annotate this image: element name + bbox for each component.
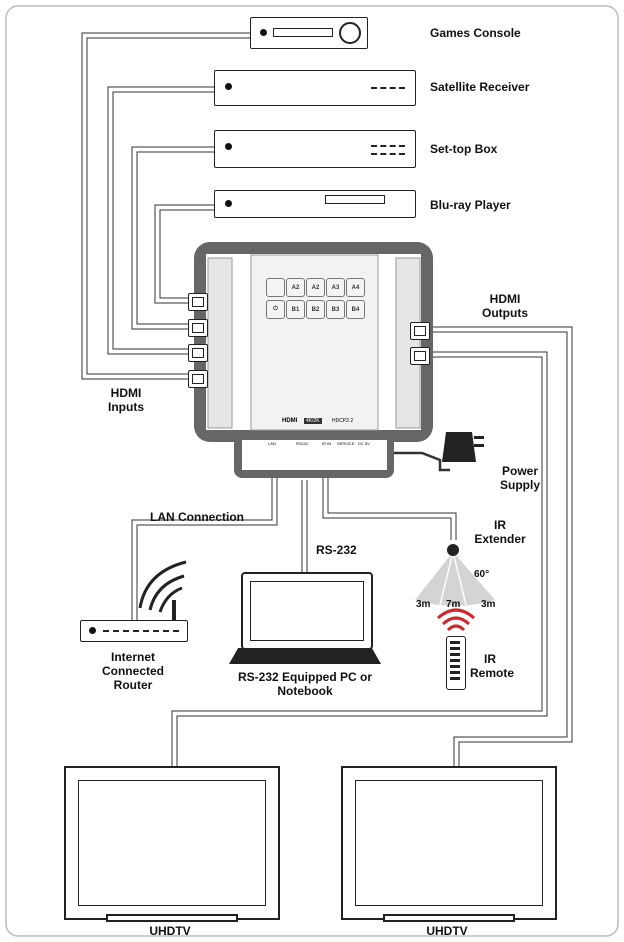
matrix-badge: 4K/2K: [304, 418, 322, 424]
label-satellite-receiver: Satellite Receiver: [430, 80, 530, 94]
hdmi-input-plug-4: [188, 370, 208, 388]
label-hdmi-outputs: HDMI Outputs: [482, 292, 528, 320]
hdmi-output-plug-1: [410, 322, 430, 340]
cable-satellite: [107, 86, 214, 355]
laptop-device: [241, 572, 373, 650]
games-console-device: [250, 17, 368, 49]
matrix-button-top-1: A2: [286, 278, 305, 297]
satellite-receiver-device: [214, 70, 416, 106]
matrix-brand: HDMI: [282, 418, 298, 424]
ir-range-center: 7m: [446, 599, 461, 610]
ir-remote-device: [446, 636, 466, 690]
uhdtv-right-stand: [383, 914, 515, 922]
label-games-console: Games Console: [430, 26, 521, 40]
label-tv-right: UHDTV: [426, 924, 468, 938]
uhdtv-right: [341, 766, 557, 920]
power-adapter: [442, 432, 476, 462]
label-settop-box: Set-top Box: [430, 142, 498, 156]
ir-range-left: 3m: [416, 599, 431, 610]
router-device: [80, 620, 188, 642]
ir-angle: 60°: [474, 569, 490, 580]
cable-games-console: [81, 32, 250, 380]
page-border: [5, 5, 619, 937]
port-irin-label: IR IN: [322, 441, 332, 446]
ir-range-fan: [415, 552, 495, 606]
cable-output-1: [176, 351, 548, 770]
matrix-power-button: ⏻: [266, 300, 285, 319]
settop-box-device: [214, 130, 416, 168]
matrix-button-top-3: A3: [326, 278, 345, 297]
label-ir-remote: IR Remote: [470, 652, 515, 680]
matrix-blank-button: [266, 278, 285, 297]
label-ir-extender: IR Extender: [474, 518, 526, 546]
hdmi-input-plug-1: [188, 293, 208, 311]
remote-signal: [437, 608, 475, 632]
port-dc-label: DC 5V: [358, 441, 370, 446]
matrix-button-bottom-2: B2: [306, 300, 325, 319]
label-hdmi-inputs: HDMI Inputs: [108, 386, 144, 414]
uhdtv-left-stand: [106, 914, 238, 922]
port-service-label: SERVICE: [337, 441, 355, 446]
ir-extender-eye: [447, 544, 459, 556]
label-tv-left: UHDTV: [149, 924, 191, 938]
label-power-supply: Power Supply: [499, 464, 540, 492]
hdmi-output-plug-2: [410, 347, 430, 365]
matrix-button-top-4: A4: [346, 278, 365, 297]
label-lan-connection: LAN Connection: [150, 510, 244, 524]
port-lan-label: LAN: [268, 441, 276, 446]
label-rs232: RS-232: [316, 543, 357, 557]
matrix-button-top-2: A2: [306, 278, 325, 297]
cable-settop: [131, 146, 214, 330]
hdmi-input-plug-2: [188, 319, 208, 337]
cable-power: [385, 451, 450, 472]
cable-lan: [131, 470, 273, 630]
cable-output-2: [432, 326, 573, 770]
matrix-button-bottom-3: B3: [326, 300, 345, 319]
matrix-button-bottom-1: B1: [286, 300, 305, 319]
cable-bluray: [154, 204, 214, 304]
matrix-button-bottom-4: B4: [346, 300, 365, 319]
label-bluray-player: Blu-ray Player: [430, 198, 511, 212]
bluray-player-device: [214, 190, 416, 218]
port-rs232-label: RS232: [296, 441, 309, 446]
matrix-model: HDCP2.2: [332, 418, 354, 424]
uhdtv-left: [64, 766, 280, 920]
label-router: Internet Connected Router: [101, 650, 164, 692]
label-pc: RS-232 Equipped PC or Notebook: [237, 670, 373, 698]
ir-range-right: 3m: [481, 599, 496, 610]
laptop-keyboard: [229, 648, 381, 664]
cable-ir: [322, 465, 452, 540]
hdmi-input-plug-3: [188, 344, 208, 362]
